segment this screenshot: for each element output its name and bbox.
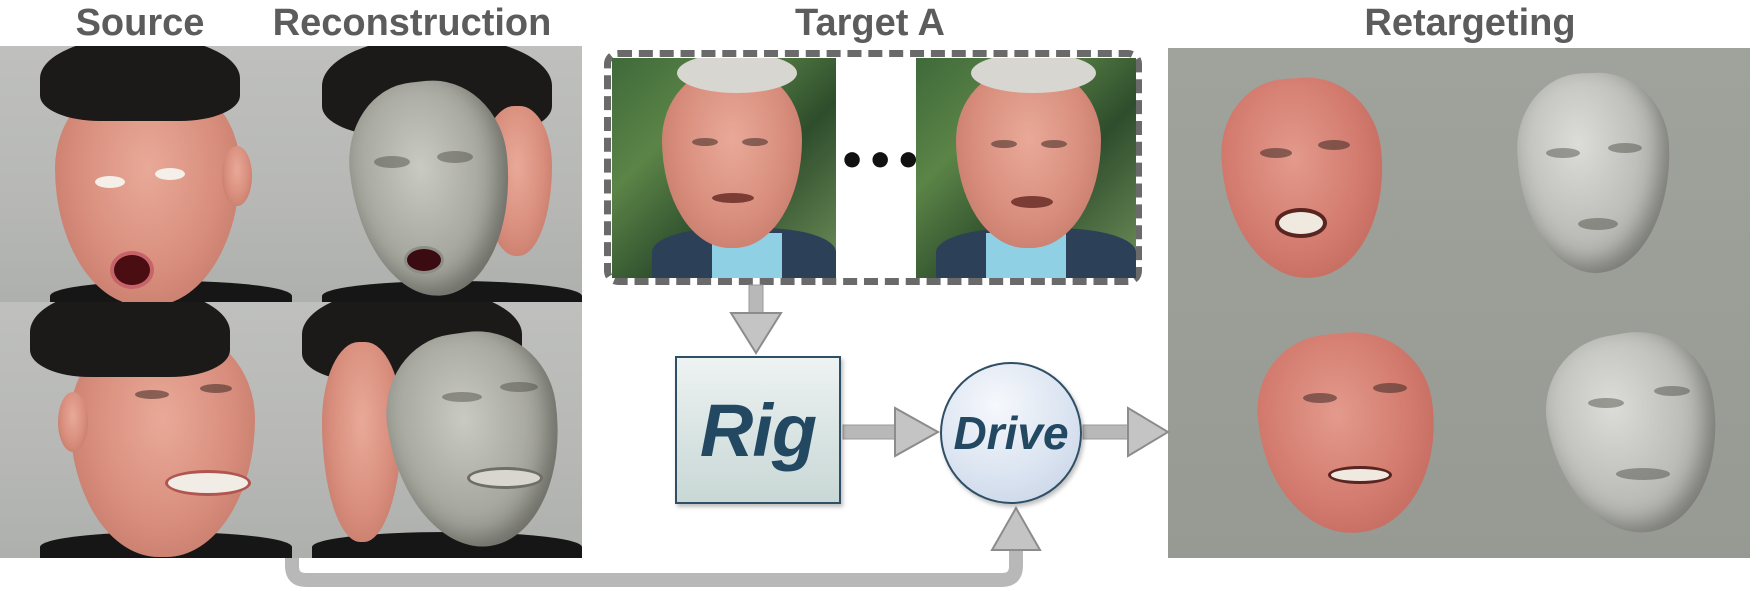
arrow-reconstruction-to-drive <box>285 505 1042 587</box>
retargeting-header: Retargeting <box>1364 2 1576 44</box>
reconstruction-image-bottom <box>292 302 582 558</box>
reconstruction-image-top <box>292 46 582 302</box>
drive-node: Drive <box>940 362 1082 504</box>
arrow-target-to-rig <box>729 284 783 355</box>
rig-label: Rig <box>699 388 817 472</box>
source-header: Source <box>75 2 205 44</box>
target-image-right <box>916 58 1136 278</box>
rig-box: Rig <box>675 356 841 504</box>
source-image-bottom <box>0 302 292 558</box>
target-header: Target A <box>795 2 945 44</box>
arrow-drive-to-retargeting <box>1082 406 1170 458</box>
retargeting-panel <box>1168 48 1750 558</box>
target-image-left <box>612 58 836 278</box>
ellipsis: ••• <box>838 136 923 187</box>
source-image-top <box>0 46 292 302</box>
reconstruction-header: Reconstruction <box>272 2 552 44</box>
arrow-rig-to-drive <box>842 406 941 458</box>
drive-label: Drive <box>953 407 1069 459</box>
